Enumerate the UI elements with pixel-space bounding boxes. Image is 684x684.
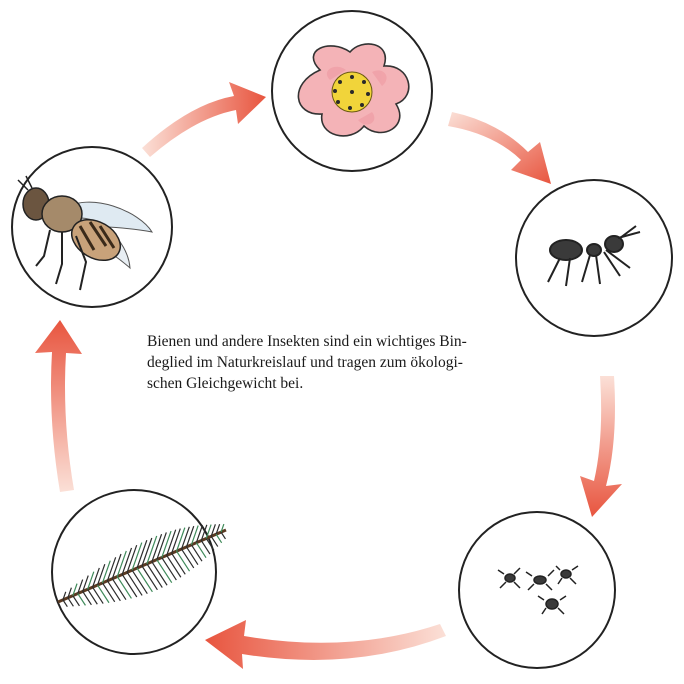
arrow-insects-to-branch — [205, 620, 446, 669]
conifer-branch-node — [52, 490, 226, 654]
caption: Bienen und andere Insekten sind ein wich… — [147, 331, 567, 394]
needle — [221, 532, 225, 539]
caption-line-1: Bienen und andere Insekten sind ein wich… — [147, 331, 567, 352]
flower-node — [272, 11, 432, 171]
arrow-bee-to-flower — [142, 82, 266, 157]
caption-line-2: deglied im Naturkreislauf und tragen zum… — [147, 352, 567, 373]
arrow-branch-to-bee — [35, 320, 82, 492]
arrow-flower-to-ant — [448, 112, 551, 184]
bee-node — [12, 147, 172, 307]
caption-line-3: schen Gleichgewicht bei. — [147, 373, 567, 394]
small-insects-node — [459, 512, 615, 668]
ant-node — [516, 180, 672, 336]
arrow-ant-to-insects — [580, 376, 622, 517]
needle — [216, 534, 222, 543]
